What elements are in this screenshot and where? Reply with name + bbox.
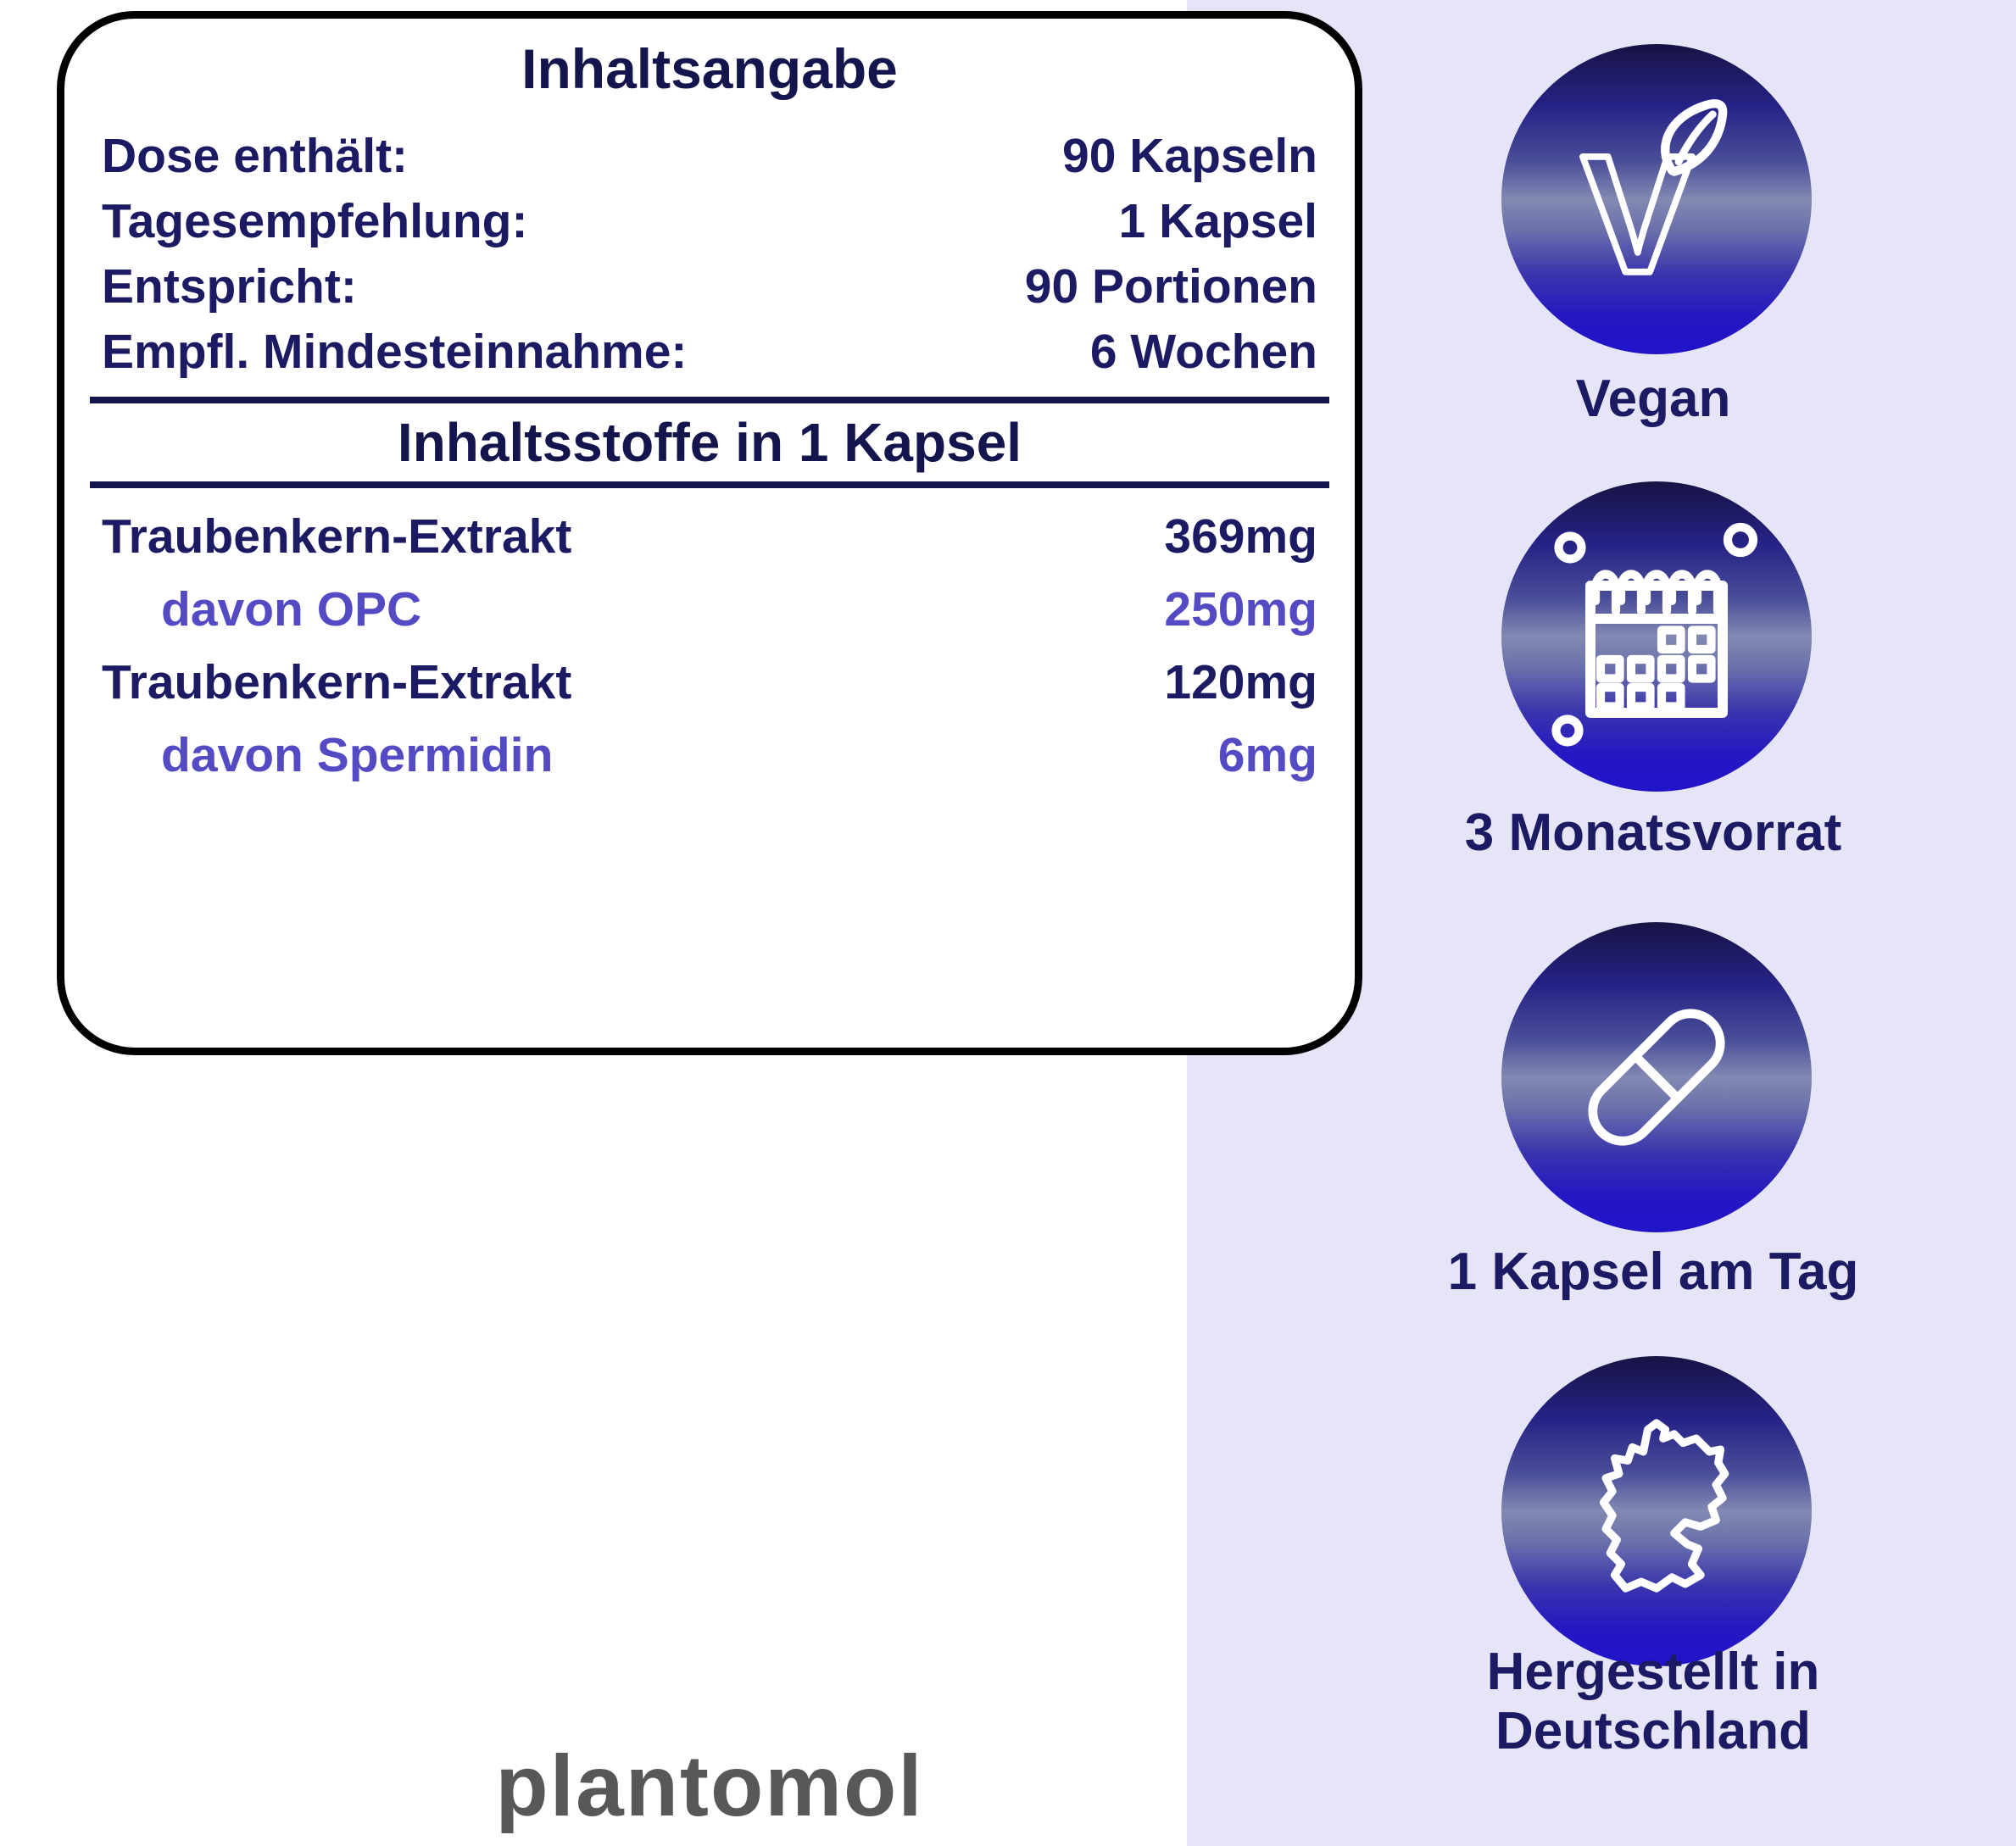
ingredient-name: Traubenkern-Extrakt	[102, 655, 572, 709]
svg-text:V: V	[1582, 120, 1694, 308]
ingredients-table: Traubenkern-Extrakt 369mg davon OPC 250m…	[64, 500, 1355, 792]
summary-row: Dose enthält: 90 Kapseln	[64, 124, 1355, 189]
ingredient-amount: 250mg	[1164, 582, 1317, 637]
summary-value: 1 Kapsel	[1118, 194, 1317, 248]
ingredient-name: davon OPC	[161, 582, 422, 637]
summary-label: Tagesempfehlung:	[102, 194, 528, 248]
summary-value: 6 Wochen	[1089, 325, 1317, 379]
summary-label: Empfl. Mindesteinnahme:	[102, 325, 688, 379]
germany-map-icon	[1546, 1401, 1767, 1621]
origin-label: Hergestellt in Deutschland	[1229, 1643, 2016, 1761]
ingredient-amount: 120mg	[1164, 655, 1317, 709]
summary-label: Entspricht:	[102, 259, 357, 314]
dosage-badge	[1501, 922, 1812, 1232]
ingredient-subrow: davon Spermidin 6mg	[64, 719, 1355, 792]
summary-rows: Dose enthält: 90 Kapseln Tagesempfehlung…	[64, 124, 1355, 385]
dosage-label: 1 Kapsel am Tag	[1447, 1243, 1859, 1301]
ingredient-subrow: davon OPC 250mg	[64, 573, 1355, 646]
divider-line	[90, 481, 1329, 488]
ingredient-name: davon Spermidin	[161, 728, 554, 782]
vegan-badge: V	[1501, 44, 1812, 354]
supply-badge	[1501, 481, 1812, 792]
ingredient-row: Traubenkern-Extrakt 369mg	[64, 500, 1355, 573]
summary-value: 90 Kapseln	[1062, 129, 1317, 183]
capsule-icon	[1542, 963, 1771, 1192]
summary-label: Dose enthält:	[102, 129, 409, 183]
origin-label-line1: Hergestellt in	[1486, 1643, 1820, 1701]
supply-label: 3 Monatsvorrat	[1464, 803, 1842, 862]
ingredient-name: Traubenkern-Extrakt	[102, 509, 572, 564]
ingredients-section-title: Inhaltsstoffe in 1 Kapsel	[397, 412, 1022, 473]
ingredient-row: Traubenkern-Extrakt 120mg	[64, 646, 1355, 719]
vegan-label: Vegan	[1575, 370, 1731, 428]
brand-logo: plantomol	[495, 1738, 924, 1834]
ingredient-amount: 369mg	[1164, 509, 1317, 564]
summary-row: Empfl. Mindesteinnahme: 6 Wochen	[64, 320, 1355, 385]
calendar-icon	[1529, 509, 1784, 764]
ingredient-amount: 6mg	[1217, 728, 1317, 782]
divider-line	[90, 397, 1329, 403]
origin-badge	[1501, 1356, 1812, 1666]
origin-label-line2: Deutschland	[1495, 1702, 1812, 1760]
nutrition-facts-panel: Inhaltsangabe Dose enthält: 90 Kapseln T…	[57, 11, 1362, 1055]
vegan-leaf-icon: V	[1546, 89, 1767, 309]
summary-row: Entspricht: 90 Portionen	[64, 254, 1355, 320]
summary-row: Tagesempfehlung: 1 Kapsel	[64, 189, 1355, 254]
panel-title: Inhaltsangabe	[521, 37, 898, 100]
summary-value: 90 Portionen	[1024, 259, 1317, 314]
